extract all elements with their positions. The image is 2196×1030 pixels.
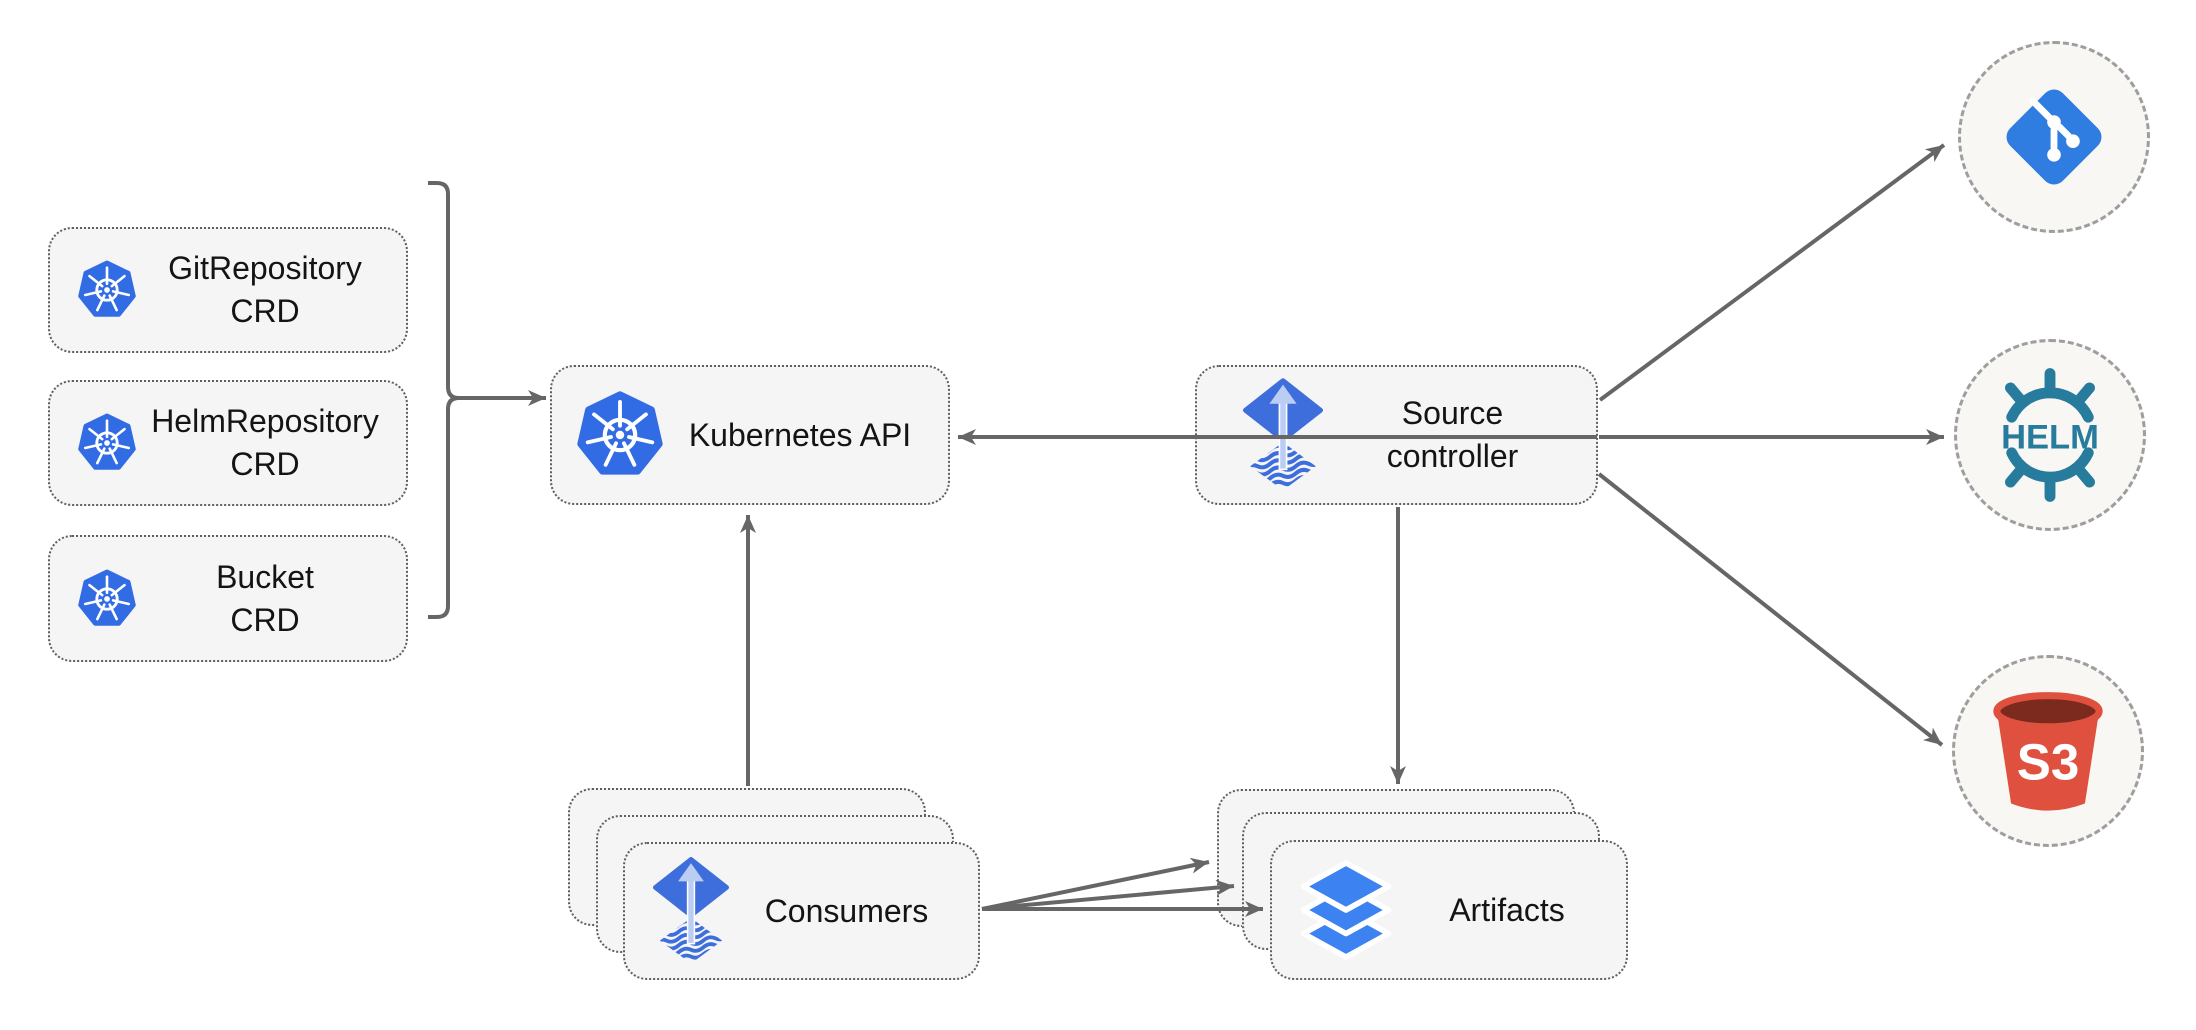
- node-git-endpoint: [1958, 41, 2150, 233]
- node-consumers: Consumers: [623, 842, 980, 980]
- helm-wheel-icon: HELM: [2001, 367, 2099, 503]
- node-label: Bucket CRD: [138, 556, 406, 642]
- node-s3-endpoint: S3: [1952, 655, 2144, 847]
- node-gitrepository-crd: GitRepository CRD: [48, 227, 408, 353]
- kubernetes-icon: [76, 568, 138, 630]
- node-label-line2: controller: [1386, 438, 1519, 474]
- s3-bucket-icon: S3: [1977, 680, 2119, 822]
- node-label: GitRepository CRD: [138, 247, 406, 333]
- node-label: Artifacts: [1449, 891, 1565, 928]
- flux-icon: [1243, 378, 1323, 492]
- edge-consumers-to-artifacts-back: [981, 857, 1210, 911]
- s3-label: S3: [2017, 733, 2080, 790]
- kubernetes-icon: [76, 412, 138, 474]
- node-label: Source controller: [1323, 392, 1596, 478]
- node-helm-endpoint: HELM: [1954, 339, 2146, 531]
- edge-source-controller-to-git: [1598, 143, 1946, 402]
- node-label-line2: CRD: [230, 446, 300, 482]
- git-icon: [1992, 75, 2116, 199]
- edge-consumers-to-artifacts-mid: [981, 879, 1235, 911]
- node-label-line2: CRD: [230, 293, 300, 329]
- node-label: Kubernetes API: [688, 416, 912, 453]
- helm-label: HELM: [2001, 418, 2099, 456]
- layers-icon: [1290, 854, 1402, 966]
- kubernetes-icon: [574, 389, 666, 481]
- node-label-line1: GitRepository: [168, 250, 362, 286]
- node-label-line2: CRD: [230, 601, 300, 638]
- kubernetes-icon: [76, 259, 138, 321]
- node-bucket-crd: Bucket CRD: [48, 535, 408, 662]
- edge-source-controller-to-s3: [1597, 472, 1944, 747]
- flux-icon: [653, 857, 729, 965]
- node-helmrepository-crd: HelmRepository CRD: [48, 380, 408, 506]
- crd-group-bracket: [428, 181, 460, 619]
- node-artifacts: Artifacts: [1270, 840, 1628, 980]
- node-label-line1: Source: [1401, 395, 1504, 431]
- node-source-controller: Source controller: [1195, 365, 1598, 505]
- node-label: HelmRepository CRD: [138, 400, 406, 486]
- node-kubernetes-api: Kubernetes API: [550, 365, 950, 505]
- node-label: Consumers: [764, 892, 929, 929]
- node-label-line1: HelmRepository: [151, 403, 379, 439]
- node-label-line1: Bucket: [216, 558, 314, 595]
